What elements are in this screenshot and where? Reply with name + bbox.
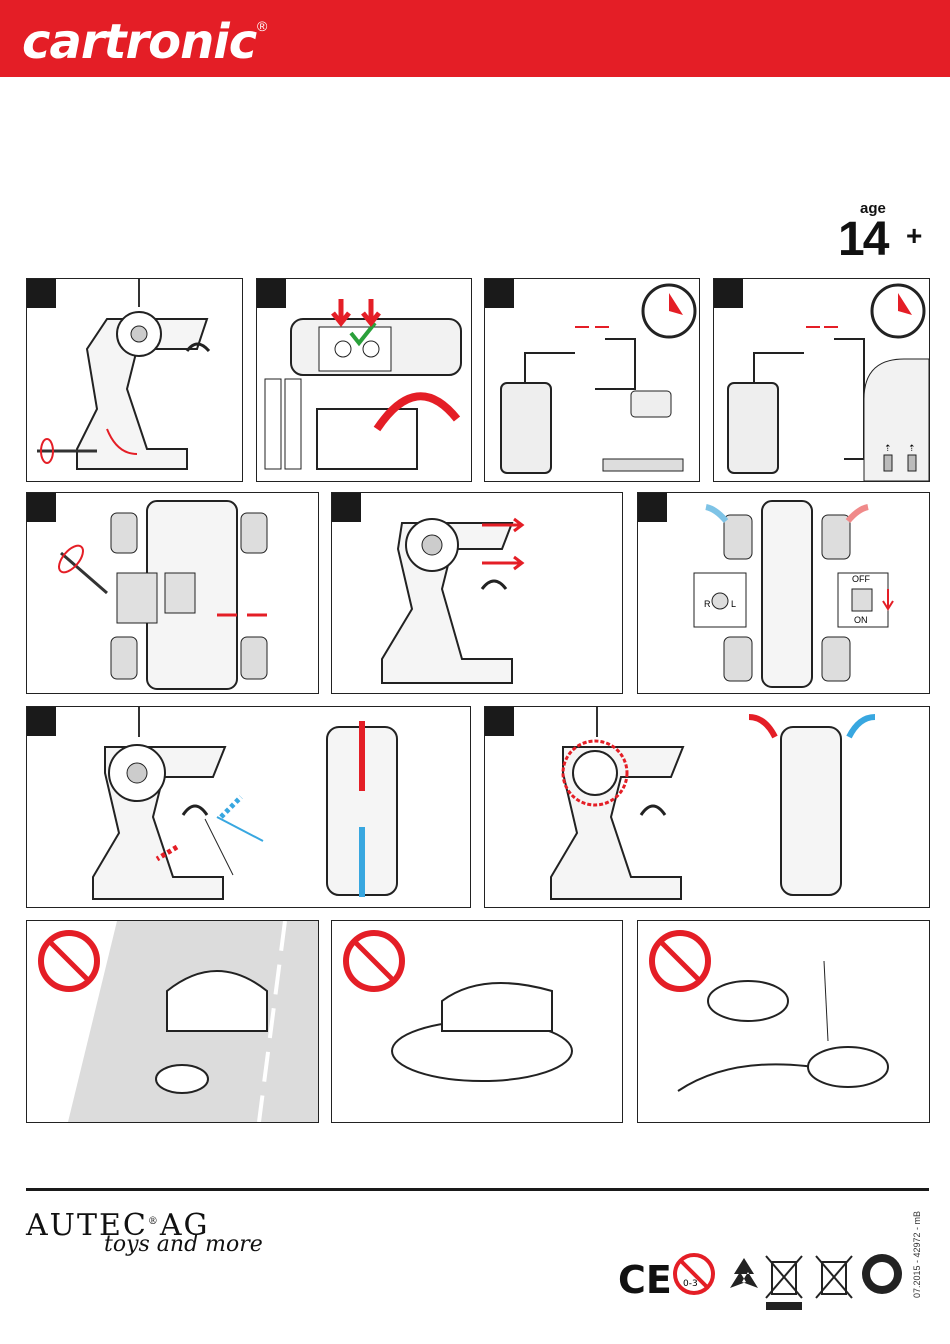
battery-bin-icon <box>812 1252 856 1300</box>
footer-rule <box>26 1188 929 1191</box>
step-1-open-battery-cover <box>26 278 243 482</box>
weee-bin-icon <box>762 1252 806 1312</box>
no-water-warning-illustration <box>332 921 622 1122</box>
document-code: 07.2015 - 42972 - mB <box>912 1211 922 1298</box>
company-registered-mark: ® <box>148 1216 160 1227</box>
usb-port-label: ⇡ <box>884 444 892 454</box>
usb-charging-illustration: ⇡ ⇡ <box>714 279 929 481</box>
warning-no-water <box>331 920 623 1123</box>
warning-no-crash <box>637 920 930 1123</box>
no-street-warning-illustration <box>27 921 318 1122</box>
car-switch-illustration: R L OFF ON <box>638 493 929 693</box>
age-number: 14 <box>838 212 887 267</box>
no-crash-warning-illustration <box>638 921 929 1122</box>
car-battery-illustration <box>27 493 318 693</box>
age-badge: age 14 + <box>836 200 936 264</box>
warning-no-street <box>26 920 319 1123</box>
brand-registered-mark: ® <box>257 18 267 34</box>
battery-insertion-illustration <box>257 279 471 481</box>
brand-logo: cartronic <box>22 14 256 70</box>
throttle-illustration <box>27 707 470 907</box>
step-6-transmitter-on <box>331 492 623 694</box>
grs-mark-icon <box>860 1252 904 1296</box>
transmitter-illustration <box>332 493 622 693</box>
switch-on-label: ON <box>854 615 868 625</box>
step-2-insert-batteries <box>256 278 472 482</box>
step-8-throttle <box>26 706 471 908</box>
ce-mark: CE <box>618 1258 672 1302</box>
age-plus: + <box>906 220 922 252</box>
step-3-charge-battery <box>484 278 700 482</box>
step-9-steering <box>484 706 930 908</box>
age-warning-icon: 0-3 <box>672 1252 716 1296</box>
steering-illustration <box>485 707 929 907</box>
usb-port-label: ⇡ <box>908 444 916 454</box>
step-7-car-switch: R L OFF ON <box>637 492 930 694</box>
trim-right-label: R <box>704 599 711 609</box>
age-warning-label: 0-3 <box>683 1279 698 1289</box>
step-4-charge-usb: ⇡ ⇡ <box>713 278 930 482</box>
company-tagline: toys and more <box>104 1232 263 1257</box>
step-5-car-battery <box>26 492 319 694</box>
recycle-icon <box>722 1252 766 1296</box>
transmitter-screw-illustration <box>27 279 242 481</box>
charging-illustration <box>485 279 699 481</box>
brand-header: cartronic ® <box>0 0 950 77</box>
switch-off-label: OFF <box>852 574 870 584</box>
trim-left-label: L <box>731 599 736 609</box>
